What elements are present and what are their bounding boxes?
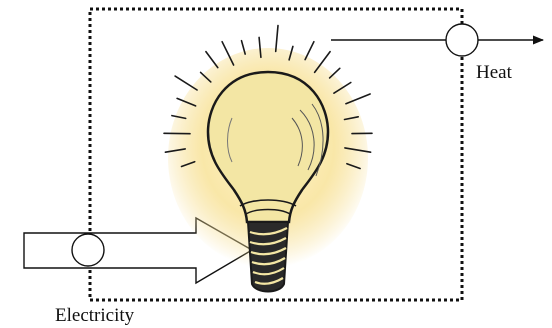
- electricity-valve-icon: [72, 234, 104, 266]
- light-ray: [305, 42, 314, 60]
- heat-valve-icon: [446, 24, 478, 56]
- heat-label: Heat: [476, 62, 513, 83]
- light-ray: [175, 76, 197, 90]
- electricity-label: Electricity: [55, 305, 135, 326]
- light-ray: [276, 26, 278, 52]
- light-ray: [206, 52, 218, 68]
